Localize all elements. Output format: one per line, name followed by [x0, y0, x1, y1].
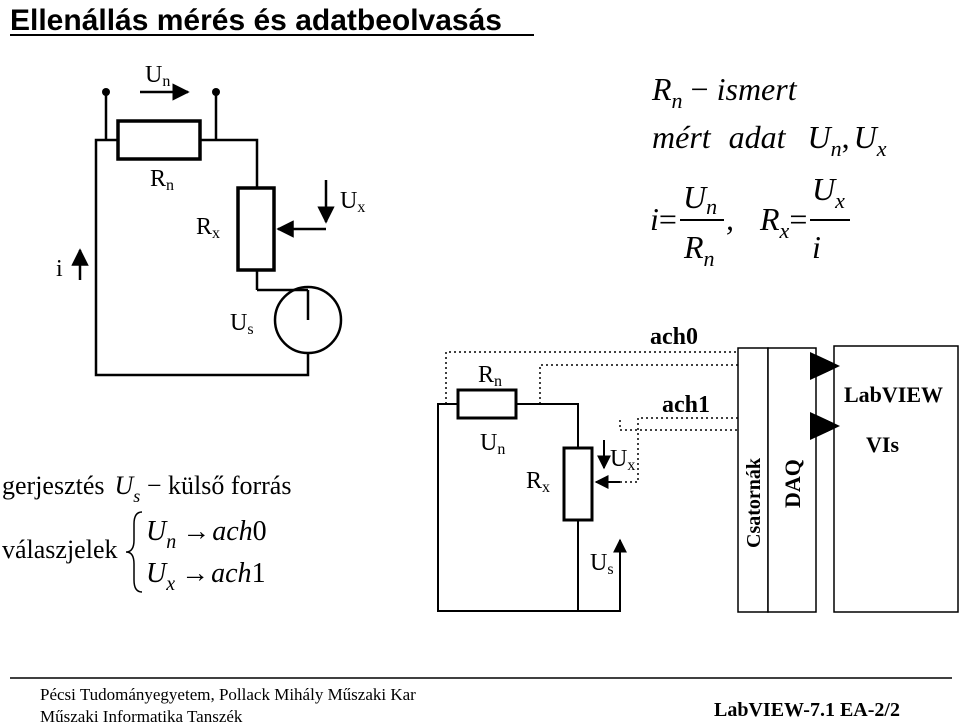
- csatornak-label: Csatornák: [743, 457, 765, 548]
- top-rn-resistor: [116, 119, 202, 161]
- page-title: Ellenállás mérés és adatbeolvasás: [10, 4, 502, 37]
- vis-label: VIs: [866, 432, 899, 457]
- top-voltage-source: [273, 285, 343, 355]
- top-un-label: Un: [145, 62, 170, 90]
- top-terminal-dot-right: [212, 88, 220, 96]
- eq-line-rn-known: Rn − ismert: [651, 71, 798, 113]
- response-row-0: Un→ach0: [146, 516, 267, 553]
- signal-line-ach1: [620, 417, 738, 483]
- eq-i-comma: ,: [726, 201, 734, 237]
- top-loop-wire-left: [94, 138, 310, 377]
- labview-block: [833, 345, 959, 613]
- bottom-wire-rn-right: [516, 403, 579, 448]
- eq-i-denominator: Rn: [683, 229, 715, 271]
- top-i-label: i: [56, 256, 63, 282]
- responses-brace: [125, 511, 143, 593]
- eq-rx-numerator: Ux: [812, 171, 845, 213]
- top-us-label: Us: [230, 310, 254, 338]
- labview-label: LabVIEW: [844, 382, 943, 407]
- top-rn-label: Rn: [150, 166, 174, 194]
- bottom-loop-wire: [437, 403, 621, 612]
- top-rx-label: Rx: [196, 214, 220, 242]
- top-rx-resistor: [236, 186, 276, 272]
- daq-label: DAQ: [780, 459, 805, 508]
- top-ux-label: Ux: [340, 188, 365, 216]
- eq-rx-denominator: i: [812, 229, 821, 265]
- eq-i-lhs: i=: [650, 201, 677, 237]
- bottom-us-label: Us: [590, 550, 614, 578]
- ach1-arrowhead-top: [810, 412, 840, 440]
- eq-i-numerator: Un: [683, 179, 717, 219]
- ach0-label: ach0: [650, 324, 698, 350]
- ach0-arrowhead-top: [810, 352, 840, 380]
- bottom-circuit: [437, 388, 627, 612]
- bottom-rx-label: Rx: [526, 468, 550, 496]
- footer-slide-id: LabVIEW-7.1 EA-2/2: [714, 699, 900, 721]
- bottom-rx-resistor: [562, 446, 594, 522]
- bottom-un-label: Un: [480, 430, 505, 458]
- bottom-rn-resistor: [456, 388, 518, 420]
- bottom-ux-label: Ux: [610, 446, 635, 474]
- responses-label: válaszjelek: [2, 535, 118, 564]
- signal-line-ach1-b: [619, 420, 820, 431]
- signal-line-ach0: [445, 351, 738, 404]
- top-terminal-dot-left: [102, 88, 110, 96]
- ach1-label: ach1: [662, 392, 710, 418]
- eq-rx-lhs: Rx=: [759, 201, 807, 243]
- daq-block: [767, 347, 817, 613]
- top-circuit: [71, 83, 343, 377]
- bottom-rn-label: Rn: [478, 362, 502, 390]
- footer-institution: Pécsi Tudományegyetem, Pollack Mihály Mű…: [40, 685, 416, 704]
- footer-department: Műszaki Informatika Tanszék: [40, 707, 243, 725]
- response-row-1: Ux→ach1: [146, 558, 266, 595]
- top-wire-rn-right: [200, 138, 259, 188]
- signal-lines: [445, 351, 820, 483]
- signal-line-ach0-b: [539, 364, 820, 404]
